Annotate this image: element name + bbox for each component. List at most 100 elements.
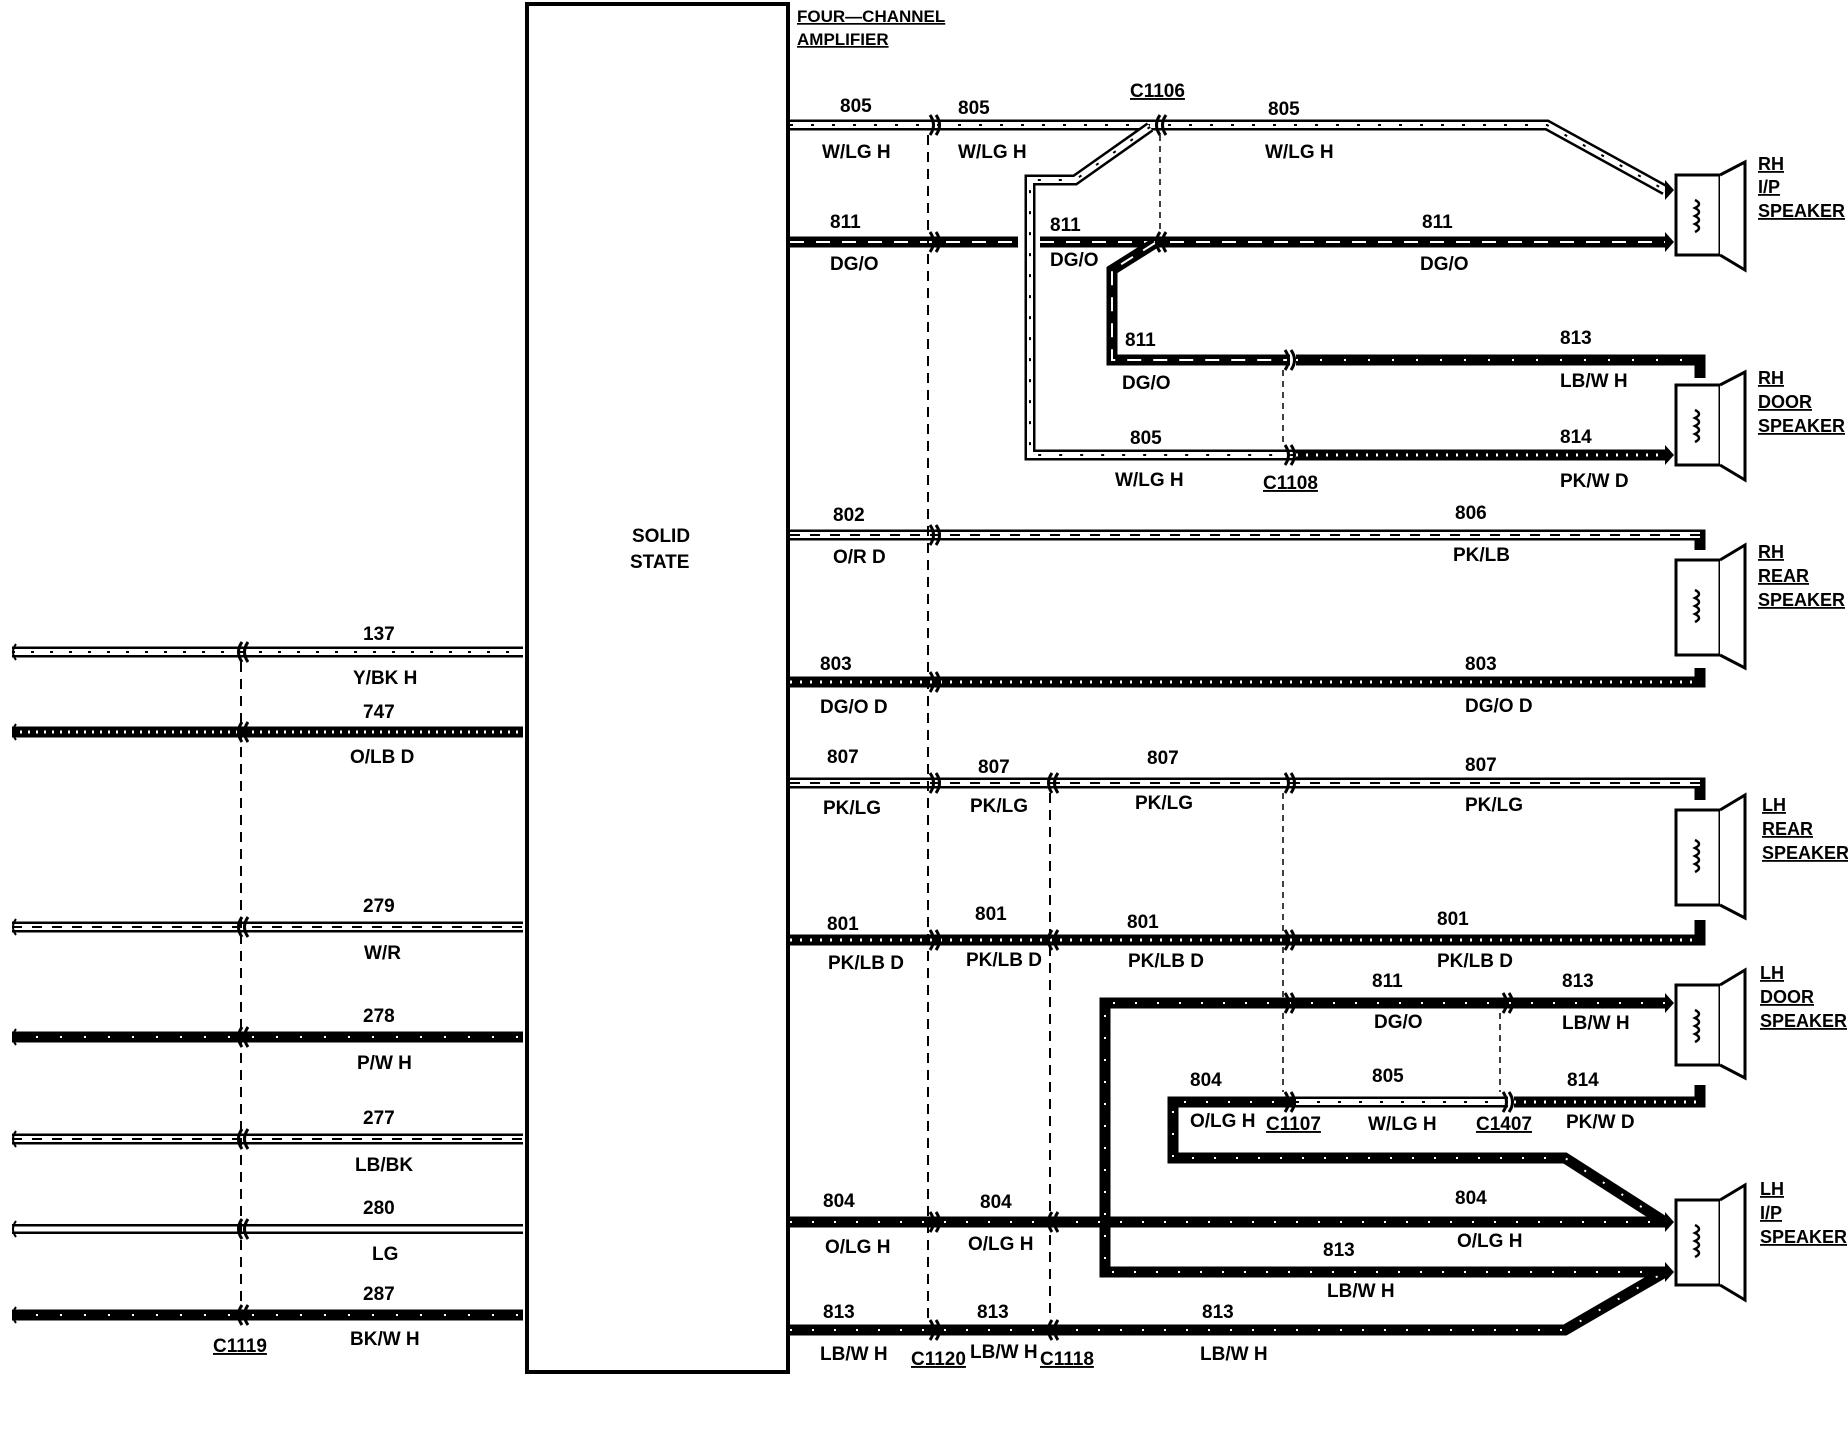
wire-811-color-a: DG/O	[830, 254, 879, 275]
wire-lh-804-loop	[1167, 1096, 1668, 1227]
wire-804-color-b: O/LG H	[825, 1237, 890, 1258]
c1107-label: C1107	[1266, 1114, 1321, 1135]
rh-door-speaker-label-2: DOOR	[1758, 392, 1812, 412]
rh-rear-speaker-icon	[1674, 542, 1747, 671]
lh-rear-speaker-icon	[1674, 792, 1747, 921]
wire-805-num-c: 805	[1268, 99, 1300, 120]
wire-813-num-f: 813	[1202, 1302, 1234, 1323]
rh-door-speaker-icon	[1674, 369, 1747, 483]
wire-287-color: BK/W H	[350, 1329, 420, 1350]
wire-137-color: Y/BK H	[353, 668, 417, 689]
wire-801	[790, 920, 1706, 946]
wire-813-color-f: LB/W H	[1200, 1344, 1268, 1365]
rh-door-speaker-label-3: SPEAKER	[1758, 416, 1845, 436]
wire-813-color-d: LB/W H	[820, 1344, 888, 1365]
wire-814-color-a: PK/W D	[1560, 471, 1629, 492]
wire-278-color: P/W H	[357, 1053, 412, 1074]
wire-804-color-d: O/LG H	[1457, 1231, 1522, 1252]
wire-801-num-c: 801	[1127, 912, 1159, 933]
c1119-connector	[237, 640, 250, 1327]
wire-277-color: LB/BK	[355, 1155, 413, 1176]
wire-807-color-a: PK/LG	[823, 798, 881, 819]
wire-804-num-a: 804	[1190, 1070, 1222, 1091]
wire-805-loop	[1024, 122, 1296, 461]
wire-803-color-a: DG/O D	[820, 697, 888, 718]
wire-811-color-b: DG/O	[1050, 250, 1099, 271]
wire-805-num-e: 805	[1372, 1066, 1404, 1087]
c1107-connector	[1282, 771, 1296, 1114]
c1120-connector	[927, 113, 941, 1342]
solid-state-line1: SOLID	[632, 526, 690, 547]
wire-813-color-c: LB/W H	[1327, 1281, 1395, 1302]
wire-803-color-b: DG/O D	[1465, 696, 1533, 717]
wire-807	[790, 777, 1706, 800]
wire-801-color-c: PK/LB D	[1128, 951, 1204, 972]
c1108-connector	[1282, 348, 1296, 467]
wire-807-num-b: 807	[978, 757, 1010, 778]
wire-801-num-d: 801	[1437, 909, 1469, 930]
wire-277-number: 277	[363, 1108, 395, 1129]
lh-door-speaker-label-1: LH	[1760, 963, 1784, 983]
wire-801-color-a: PK/LB D	[828, 953, 904, 974]
wire-804-num-d: 804	[1455, 1188, 1487, 1209]
wire-807-color-b: PK/LG	[970, 796, 1028, 817]
wire-805-num-a: 805	[840, 96, 872, 117]
wire-801-color-d: PK/LB D	[1437, 951, 1513, 972]
wire-802-color: O/R D	[833, 547, 886, 568]
rh-door-speaker-label-1: RH	[1758, 368, 1784, 388]
wire-805-color-e: W/LG H	[1368, 1114, 1437, 1135]
wire-807-num-d: 807	[1465, 755, 1497, 776]
wire-813-num-b: 813	[1562, 971, 1594, 992]
wire-811-num-e: 811	[1372, 971, 1403, 992]
wire-807-num-c: 807	[1147, 748, 1179, 769]
wire-805-top	[790, 119, 1668, 195]
wire-811-num-b: 811	[1050, 215, 1081, 236]
wire-805-num-d: 805	[1130, 428, 1162, 449]
wire-814-num-a: 814	[1560, 427, 1592, 448]
wire-807-num-a: 807	[827, 747, 859, 768]
lh-ip-speaker-label-2: I/P	[1760, 1203, 1782, 1223]
amplifier-box	[525, 2, 790, 1374]
c1407-label: C1407	[1476, 1114, 1532, 1135]
wire-280-color: LG	[372, 1244, 398, 1265]
rh-ip-speaker-label-3: SPEAKER	[1758, 201, 1845, 221]
wire-807-color-c: PK/LG	[1135, 793, 1193, 814]
c1108-label: C1108	[1263, 473, 1318, 494]
lh-door-speaker-label-3: SPEAKER	[1760, 1011, 1847, 1031]
wire-lh-door-811-813	[1099, 997, 1665, 1278]
wire-813-color-b: LB/W H	[1562, 1013, 1630, 1034]
wire-813-color-a: LB/W H	[1560, 371, 1628, 392]
wire-803-num-b: 803	[1465, 654, 1497, 675]
wire-806-num: 806	[1455, 503, 1487, 524]
wire-804-num-c: 804	[980, 1192, 1012, 1213]
wire-804-color-c: O/LG H	[968, 1234, 1033, 1255]
solid-state-line2: STATE	[630, 552, 689, 573]
wire-813-num-d: 813	[823, 1302, 855, 1323]
amplifier-title-line1: FOUR—CHANNEL	[797, 7, 945, 26]
wire-805-color-a: W/LG H	[822, 142, 891, 163]
c1118-connector	[1047, 771, 1060, 1342]
lh-rear-speaker-label-1: LH	[1762, 795, 1786, 815]
wire-813-num-a: 813	[1560, 328, 1592, 349]
wire-813-num-e: 813	[977, 1302, 1009, 1323]
wire-811-branch	[1106, 238, 1290, 366]
rh-rear-speaker-label-1: RH	[1758, 542, 1784, 562]
wire-805-num-b: 805	[958, 98, 990, 119]
wire-801-num-b: 801	[975, 904, 1007, 925]
c1106-connector	[1155, 113, 1168, 254]
wire-805-color-c: W/LG H	[1265, 142, 1334, 163]
wire-813-num-c: 813	[1323, 1240, 1355, 1261]
lh-door-speaker-label-2: DOOR	[1760, 987, 1814, 1007]
c1106-label: C1106	[1130, 81, 1185, 102]
rh-rear-speaker-label-2: REAR	[1758, 566, 1809, 586]
wire-137-number: 137	[363, 624, 395, 645]
wire-278-number: 278	[363, 1006, 395, 1027]
wire-801-num-a: 801	[827, 914, 859, 935]
wire-802-806	[790, 529, 1706, 550]
c1407-connector	[1499, 991, 1514, 1114]
wire-811-num-c: 811	[1422, 212, 1453, 233]
wire-811-color-c: DG/O	[1420, 254, 1469, 275]
wire-807-color-d: PK/LG	[1465, 795, 1523, 816]
lh-ip-speaker-label-1: LH	[1760, 1179, 1784, 1199]
